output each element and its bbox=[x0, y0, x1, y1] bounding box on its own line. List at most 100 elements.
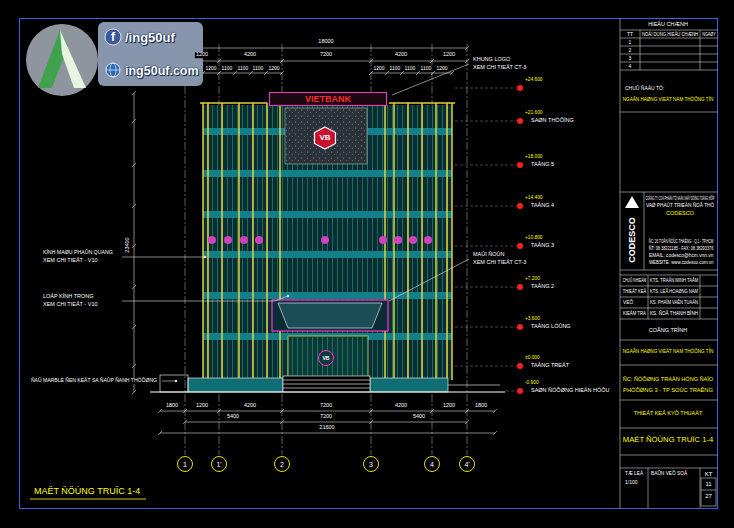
grid-bubble: 2 bbox=[274, 456, 290, 472]
grid-line bbox=[467, 44, 468, 455]
grid-line bbox=[185, 44, 186, 455]
callout-text: KÍNH MAØU PHAÛN QUANG bbox=[42, 250, 114, 256]
titleblock-text: KS. PHAÏM VAÊN TUAÁN bbox=[649, 300, 699, 305]
titleblock-text: COÂNG TY COÅ PHAÀN TÖ VAÁN XAÂY DÖÏNG TO… bbox=[645, 197, 715, 202]
title-block-grid bbox=[620, 468, 718, 469]
dimension-text: 23400 bbox=[125, 236, 131, 253]
building-facade bbox=[272, 300, 388, 331]
logo-hexagon: VB bbox=[313, 126, 337, 150]
titleblock-text: 27 bbox=[704, 493, 713, 499]
building-facade bbox=[407, 103, 409, 380]
title-block-grid bbox=[620, 428, 718, 429]
level-text: TAÀNG 5 bbox=[530, 162, 555, 168]
building-facade bbox=[238, 103, 240, 380]
building-facade bbox=[451, 103, 453, 380]
grid-bubble: 4' bbox=[459, 456, 475, 472]
title-block-grid bbox=[701, 490, 716, 491]
titleblock-text: CHUÛ ÑAÀU TÖ: bbox=[624, 86, 665, 91]
title-block-grid bbox=[620, 365, 718, 366]
level-text: TAÀNG 2 bbox=[530, 284, 555, 290]
dimension-line bbox=[132, 46, 497, 435]
leader-dot bbox=[175, 256, 289, 382]
drawing-title: MAËT ÑÖÙNG TRUÏC 1-4 bbox=[33, 487, 141, 496]
titleblock-text: TT bbox=[626, 32, 634, 37]
node-text: 4' bbox=[464, 461, 469, 468]
leader-line bbox=[389, 259, 469, 301]
dimension-line bbox=[185, 61, 467, 62]
dimension-text: 1100 bbox=[252, 66, 265, 71]
callout-text: MAÙI ÑOÙN bbox=[472, 252, 505, 258]
callout-text: XEM CHI TIEÁT - V10 bbox=[42, 302, 99, 308]
building-facade bbox=[224, 236, 232, 244]
level-marker bbox=[455, 206, 516, 207]
building-facade bbox=[200, 103, 455, 380]
level-marker bbox=[455, 121, 516, 122]
titleblock-text: 1 bbox=[628, 40, 633, 45]
watermark bbox=[105, 29, 121, 45]
dimension-line bbox=[371, 73, 452, 74]
watermark bbox=[26, 22, 203, 96]
building-facade bbox=[202, 103, 204, 380]
level-marker bbox=[455, 327, 516, 328]
company-logo bbox=[625, 196, 639, 208]
level-marker bbox=[517, 203, 523, 209]
dimension-line bbox=[134, 93, 135, 392]
node-text: VIETBANK bbox=[305, 95, 351, 104]
building-facade bbox=[208, 236, 216, 244]
building-facade bbox=[203, 105, 452, 380]
level-text: -0.900 bbox=[524, 381, 540, 386]
dimension-text: 1100 bbox=[404, 66, 417, 71]
building-facade bbox=[424, 236, 432, 244]
node-text: 1 bbox=[183, 461, 187, 468]
dimension-text: 7200 bbox=[319, 52, 333, 58]
watermark bbox=[60, 30, 86, 88]
leader-dot bbox=[287, 295, 289, 297]
titleblock-text: NGAÂN HAØNG VIEÄT NAM THÖÔNG TÍN bbox=[622, 349, 714, 355]
titleblock-text: MAËT ÑÖÙNG TRUÏC 1-4 bbox=[622, 436, 714, 444]
dimension-text: 5400 bbox=[412, 414, 426, 420]
level-text: +7.200 bbox=[524, 277, 541, 282]
dimension-text: 1200 bbox=[195, 52, 209, 58]
titleblock-text: 2 bbox=[628, 48, 633, 53]
titleblock-text: ÑC: ÑÖÔØNG TRAÀN HÖNG ÑAÏO bbox=[622, 376, 714, 382]
building-facade bbox=[446, 103, 448, 380]
level-marker bbox=[455, 246, 516, 247]
level-text: SAØN THÖÔÏNG bbox=[530, 118, 575, 124]
level-marker bbox=[517, 243, 523, 249]
dimension-text: 4200 bbox=[394, 52, 408, 58]
level-text: TAÀNG TREÄT bbox=[530, 363, 570, 369]
title-block-grid bbox=[620, 19, 621, 509]
titleblock-text: KTS. LEÂ HOAØNG NAM bbox=[649, 289, 699, 294]
level-text: +10.800 bbox=[524, 236, 543, 241]
level-marker bbox=[455, 88, 516, 391]
level-marker bbox=[455, 366, 516, 367]
level-marker bbox=[455, 287, 516, 288]
title-block-grid bbox=[700, 275, 701, 319]
level-text: TAÀNG 4 bbox=[530, 203, 555, 209]
building-facade bbox=[409, 236, 417, 244]
building-facade bbox=[200, 102, 267, 104]
grid-bubble: 1' bbox=[211, 456, 227, 472]
door-logo: VB bbox=[318, 350, 334, 366]
building-facade bbox=[283, 388, 370, 389]
building-facade bbox=[203, 105, 452, 380]
dimension-text: 1200 bbox=[372, 66, 385, 71]
building-facade bbox=[379, 236, 387, 244]
level-text: TAÀNG 3 bbox=[530, 243, 555, 249]
building-facade bbox=[203, 251, 452, 258]
level-marker bbox=[517, 388, 523, 394]
titleblock-text: VAØ PHAÙT TRIEÅN ÑOÂ THÒ bbox=[645, 204, 715, 209]
titleblock-text: KIEÅM TRA bbox=[622, 311, 647, 316]
leader-line bbox=[162, 381, 176, 382]
title-block-grid bbox=[701, 478, 716, 506]
title-block-grid bbox=[620, 340, 718, 341]
titleblock-text: COÂNG TRÌNH bbox=[648, 328, 688, 334]
titleblock-text: THIEÁT KEÁ KYÕ THUAÄT bbox=[633, 411, 704, 417]
hexagon-outline bbox=[315, 127, 336, 149]
titleblock-text: CODESCO bbox=[665, 211, 695, 217]
titleblock-text: 1/100 bbox=[624, 480, 639, 485]
building-facade bbox=[394, 236, 402, 244]
dimension-line bbox=[183, 59, 469, 63]
leader-line bbox=[122, 64, 469, 381]
